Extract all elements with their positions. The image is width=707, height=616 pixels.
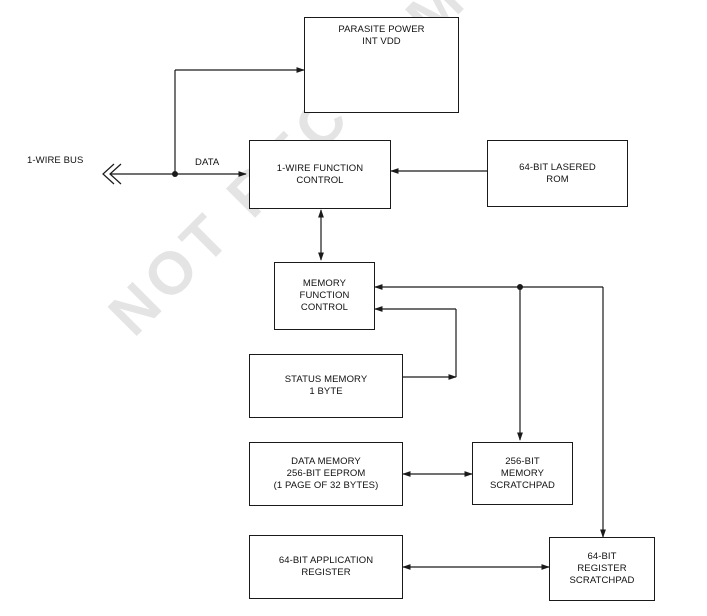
status-memory-block: STATUS MEMORY 1 BYTE bbox=[249, 354, 403, 418]
application-register-block: 64-BIT APPLICATION REGISTER bbox=[249, 535, 403, 599]
data-memory-line3: (1 PAGE OF 32 BYTES) bbox=[273, 480, 379, 491]
memory-function-control-line1: MEMORY bbox=[302, 278, 347, 289]
mem-bus-junction-dot bbox=[517, 284, 523, 290]
memory-function-control-block: MEMORY FUNCTION CONTROL bbox=[274, 262, 375, 330]
lasered-rom-line2: ROM bbox=[546, 173, 569, 185]
memory-function-control-line2: FUNCTION bbox=[299, 290, 350, 301]
register-scratchpad-line3: SCRATCHPAD bbox=[569, 575, 635, 586]
application-register-line2: REGISTER bbox=[301, 567, 351, 578]
bus-label: 1-WIRE BUS bbox=[27, 155, 84, 166]
memory-function-control-line3: CONTROL bbox=[300, 302, 349, 313]
parasite-power-block: PARASITE POWER INT VDD bbox=[304, 17, 459, 113]
memory-scratchpad-block: 256-BIT MEMORY SCRATCHPAD bbox=[472, 442, 573, 505]
memory-scratchpad-line1: 256-BIT bbox=[505, 455, 540, 467]
register-scratchpad-line2: REGISTER bbox=[577, 563, 627, 574]
status-memory-line2: 1 BYTE bbox=[309, 386, 343, 397]
memory-scratchpad-line3: SCRATCHPAD bbox=[489, 479, 556, 491]
bus-junction-dot bbox=[172, 171, 178, 177]
data-memory-block: DATA MEMORY 256-BIT EEPROM (1 PAGE OF 32… bbox=[249, 442, 403, 506]
lasered-rom-block: 64-BIT LASERED ROM bbox=[487, 140, 628, 207]
parasite-power-subtitle: INT VDD bbox=[362, 36, 401, 47]
data-memory-line1: DATA MEMORY bbox=[291, 456, 361, 467]
register-scratchpad-line1: 64-BIT bbox=[587, 551, 617, 562]
parasite-power-title: PARASITE POWER bbox=[338, 24, 425, 35]
lasered-rom-line1: 64-BIT LASERED bbox=[519, 161, 596, 173]
wire-function-control-line2: CONTROL bbox=[296, 174, 344, 186]
wire-function-control-block: 1-WIRE FUNCTION CONTROL bbox=[249, 140, 391, 209]
data-memory-line2: 256-BIT EEPROM bbox=[286, 468, 366, 479]
memory-scratchpad-line2: MEMORY bbox=[500, 467, 545, 479]
data-label: DATA bbox=[195, 157, 220, 168]
wire-function-control-line1: 1-WIRE FUNCTION bbox=[276, 162, 364, 174]
register-scratchpad-block: 64-BIT REGISTER SCRATCHPAD bbox=[549, 537, 655, 601]
application-register-line1: 64-BIT APPLICATION bbox=[278, 555, 374, 566]
status-memory-line1: STATUS MEMORY bbox=[284, 374, 368, 385]
